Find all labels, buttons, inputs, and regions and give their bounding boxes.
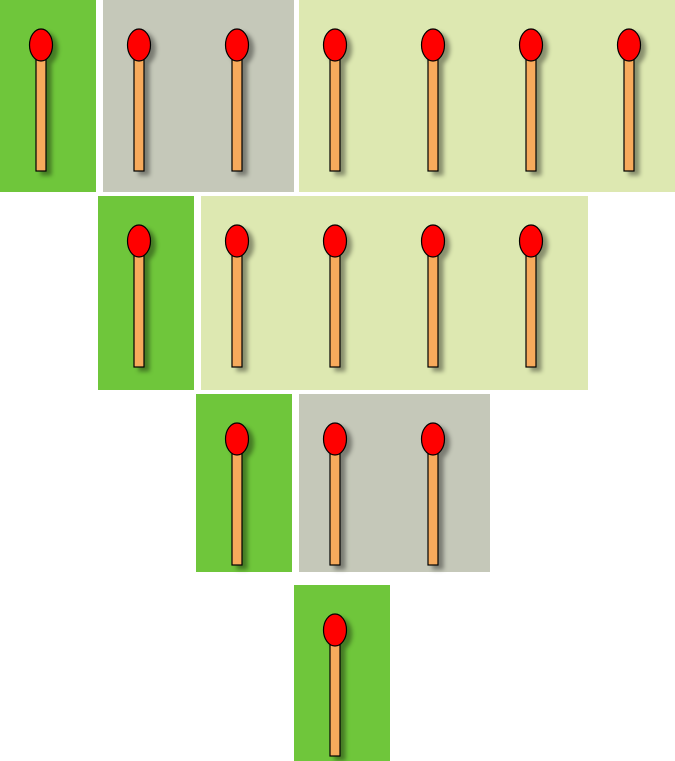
matchstick-icon — [224, 224, 250, 368]
match-group-single — [196, 394, 292, 572]
match-head — [322, 613, 348, 647]
match-head — [420, 422, 446, 456]
match-head — [322, 224, 348, 258]
match-stick — [231, 56, 243, 172]
matchstick-icon — [322, 613, 348, 757]
matchstick-icon — [322, 224, 348, 368]
match-stick — [329, 641, 341, 757]
match-head — [616, 28, 642, 62]
match-head — [420, 28, 446, 62]
matchstick-icon — [518, 28, 544, 172]
match-stick — [329, 450, 341, 566]
match-group-quad — [201, 196, 588, 390]
matchstick-icon — [224, 28, 250, 172]
match-stick — [329, 56, 341, 172]
matchstick-icon — [126, 224, 152, 368]
match-head — [126, 28, 152, 62]
matchstick-icon — [224, 422, 250, 566]
matchstick-icon — [322, 28, 348, 172]
matchstick-icon — [616, 28, 642, 172]
match-head — [224, 224, 250, 258]
matchstick-icon — [518, 224, 544, 368]
match-stick — [623, 56, 635, 172]
match-stick — [133, 252, 145, 368]
match-stick — [525, 56, 537, 172]
match-stick — [329, 252, 341, 368]
match-head — [518, 224, 544, 258]
match-group-pair — [103, 0, 294, 192]
match-head — [518, 28, 544, 62]
match-stick — [231, 450, 243, 566]
match-head — [224, 28, 250, 62]
match-head — [322, 28, 348, 62]
matchstick-icon — [28, 28, 54, 172]
match-stick — [231, 252, 243, 368]
match-stick — [427, 450, 439, 566]
matchstick-icon — [126, 28, 152, 172]
matchstick-icon — [420, 224, 446, 368]
match-group-pair — [299, 394, 490, 572]
match-stick — [427, 252, 439, 368]
match-stick — [35, 56, 47, 172]
match-head — [126, 224, 152, 258]
match-group-single — [294, 585, 390, 761]
match-stick — [427, 56, 439, 172]
match-stick — [133, 56, 145, 172]
match-head — [224, 422, 250, 456]
matchstick-icon — [420, 28, 446, 172]
match-head — [420, 224, 446, 258]
matchstick-icon — [420, 422, 446, 566]
match-group-single — [0, 0, 96, 192]
matchstick-icon — [322, 422, 348, 566]
match-group-quad — [299, 0, 675, 192]
match-head — [322, 422, 348, 456]
match-stick — [525, 252, 537, 368]
match-group-single — [98, 196, 194, 390]
match-head — [28, 28, 54, 62]
